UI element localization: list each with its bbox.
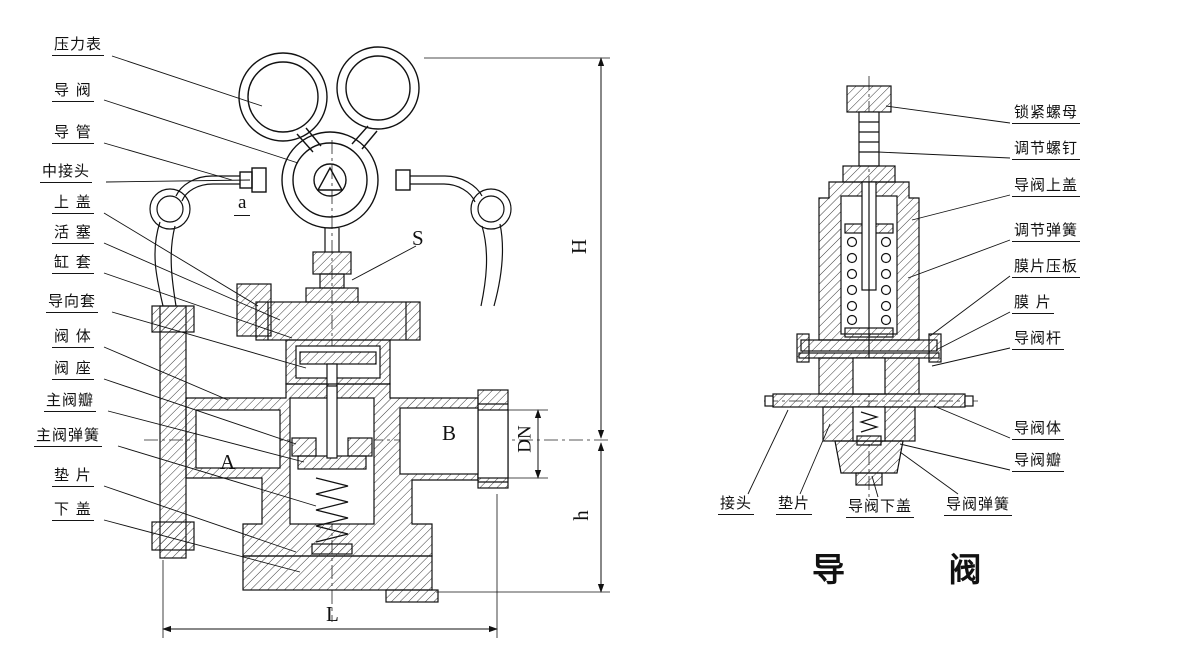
pilot-valve-top	[239, 131, 411, 229]
label-main-valve-spring: 主阀弹簧	[34, 427, 103, 447]
dim-L: L	[326, 602, 339, 626]
label-joint: 接头	[718, 495, 755, 515]
label-upper-cover: 上 盖	[52, 194, 94, 214]
label-adjusting-screw: 调节螺钉	[1012, 140, 1081, 160]
label-pilot-body: 导阀体	[1012, 420, 1065, 440]
label-piston: 活 塞	[52, 224, 94, 244]
label-conduit: 导 管	[52, 124, 94, 144]
label-pilot-spring: 导阀弹簧	[944, 496, 1013, 516]
label-pilot-lower-cover: 导阀下盖	[846, 498, 915, 518]
label-pressure-gauge: 压力表	[52, 36, 105, 56]
dim-S: S	[412, 226, 424, 250]
pilot-valve-caption: 导 阀	[812, 550, 1028, 589]
label-cylinder-sleeve: 缸 套	[52, 254, 94, 274]
label-middle-joint: 中接头	[40, 163, 93, 183]
label-valve-seat: 阀 座	[52, 360, 94, 380]
label-pilot-upper-cover: 导阀上盖	[1012, 177, 1081, 197]
dim-a: a	[234, 192, 251, 216]
dim-h: h	[568, 510, 593, 521]
label-diaphragm-plate: 膜片压板	[1012, 258, 1081, 278]
label-valve-body: 阀 体	[52, 328, 94, 348]
label-main-disc: 主阀瓣	[44, 392, 97, 412]
dimension-lines	[162, 57, 610, 638]
stem-coupling	[305, 228, 359, 303]
label-pilot-valve: 导 阀	[52, 82, 94, 102]
dim-DN: DN	[514, 425, 536, 453]
label-pilot-gasket: 垫片	[776, 495, 813, 515]
dim-H: H	[567, 238, 592, 255]
label-lower-cover: 下 盖	[52, 501, 94, 521]
label-pilot-stem: 导阀杆	[1012, 330, 1065, 350]
label-gasket: 垫 片	[52, 467, 94, 487]
valve-body-section	[151, 305, 509, 603]
label-pilot-disc: 导阀瓣	[1012, 452, 1065, 472]
pressure-gauges	[238, 46, 420, 153]
leader-lines	[103, 55, 1011, 573]
dim-A: A	[220, 450, 236, 474]
pilot-valve-detail	[764, 85, 974, 486]
dim-B: B	[442, 421, 457, 445]
label-guide-sleeve: 导向套	[46, 293, 99, 313]
label-lock-nut: 锁紧螺母	[1012, 104, 1081, 124]
label-diaphragm: 膜 片	[1012, 294, 1054, 314]
label-adjusting-spring: 调节弹簧	[1012, 222, 1081, 242]
